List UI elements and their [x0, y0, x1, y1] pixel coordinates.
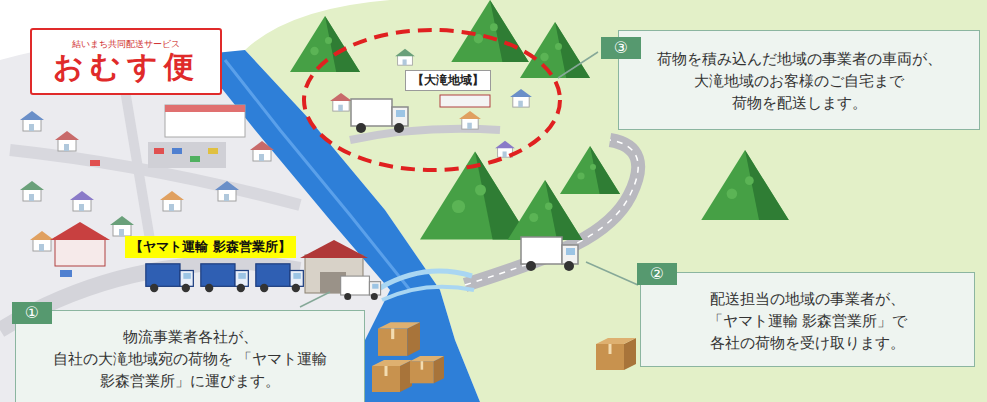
place-label: 【大滝地域】	[412, 73, 484, 87]
callout-text: 荷物を積み込んだ地域の事業者の車両が、 大滝地域のお客様のご自宅まで 荷物を配送…	[649, 49, 949, 114]
service-subtitle: 結いまち共同配送サービス	[72, 39, 180, 50]
callout-text: 物流事業者各社が、 自社の大滝地域宛の荷物を 「ヤマト運輸 影森営業所」に運びま…	[51, 327, 329, 392]
callout-text: 配送担当の地域の事業者が、 「ヤマト運輸 影森営業所」で 各社の荷物を受け取りま…	[691, 289, 924, 354]
service-logo: おむす便	[53, 50, 200, 85]
callout-number: ①	[12, 302, 52, 324]
callout-number: ③	[601, 37, 641, 59]
callout-box: ②配送担当の地域の事業者が、 「ヤマト運輸 影森営業所」で 各社の荷物を受け取り…	[640, 272, 975, 367]
area-tag: 【大滝地域】	[405, 70, 491, 91]
callout-number: ②	[637, 263, 677, 285]
place-label: 【ヤマト運輸 影森営業所】	[130, 239, 291, 254]
office-tag: 【ヤマト運輸 影森営業所】	[125, 236, 296, 258]
callout-box: ①物流事業者各社が、 自社の大滝地域宛の荷物を 「ヤマト運輸 影森営業所」に運び…	[15, 310, 365, 402]
logo-box: 結いまち共同配送サービスおむす便	[30, 28, 222, 95]
callout-box: ③荷物を積み込んだ地域の事業者の車両が、 大滝地域のお客様のご自宅まで 荷物を配…	[618, 30, 980, 130]
